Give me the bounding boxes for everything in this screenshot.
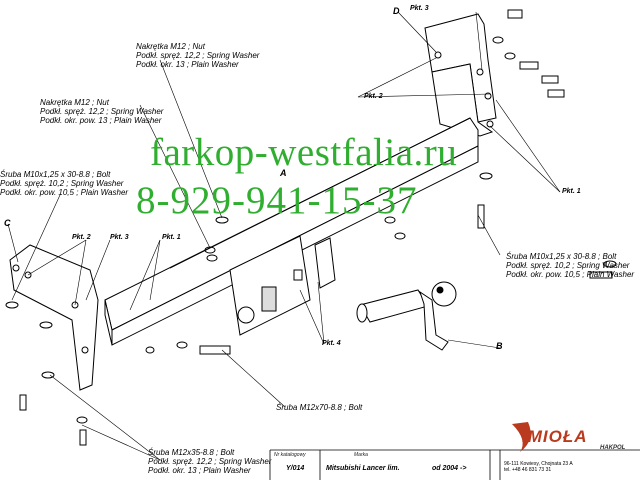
nut-left-line3: Podkł. okr. pow. 13 ; Plain Washer (40, 116, 162, 125)
bolt-label-left: Śruba M10x1,25 x 30-8.8 ; Bolt Podkł. sp… (0, 170, 128, 197)
bracket-d (424, 13, 497, 137)
pkt2-top: Pkt. 2 (364, 93, 383, 100)
letter-d: D (393, 6, 400, 16)
letter-a: A (280, 168, 287, 178)
bolt-m12x70-label: Śruba M12x70-8.8 ; Bolt (276, 403, 363, 412)
brand-label: Marka (354, 452, 368, 458)
pkt1-right: Pkt. 1 (562, 188, 581, 195)
nut-top-line3: Podkł. okr. 13 ; Plain Washer (136, 60, 239, 69)
bolt-left-line3: Podkł. okr. pow. 10,5 ; Plain Washer (0, 188, 129, 197)
address-line2: tel. +48 46 831 73 31 (504, 467, 552, 473)
nut-label-left: Nakrętka M12 ; Nut Podkł. spręż. 12,2 ; … (40, 98, 163, 125)
bolt-left-line2: Podkł. spręż. 10,2 ; Spring Washer (0, 179, 124, 188)
bolt-right-line2: Podkł. spręż. 10,2 ; Spring Washer (506, 261, 630, 270)
footer-frame (269, 449, 640, 480)
nut-label-top: Nakrętka M12 ; Nut Podkł. spręż. 12,2 ; … (136, 42, 259, 69)
pkt3-left: Pkt. 3 (110, 234, 129, 241)
address-line1: 96-111 Kowiesy, Chojnata 23 A (504, 461, 573, 467)
tow-ball (356, 281, 457, 351)
nut-left-line1: Nakrętka M12 ; Nut (40, 98, 109, 107)
center-plate (229, 235, 336, 336)
logo-swoosh (512, 422, 531, 452)
catalog-label: Nr katalogowy (274, 452, 306, 458)
car-model: Mitsubishi Lancer lim. (326, 465, 400, 472)
letter-b: B (496, 341, 503, 351)
fasteners (5, 9, 617, 446)
nut-left-line2: Podkł. spręż. 12,2 ; Spring Washer (40, 107, 164, 116)
hakpol-logo-sub: HAKPOL (600, 445, 626, 451)
bolt-right-line3: Podkł. okr. pow. 10,5 ; Plain Washer (506, 270, 635, 279)
bolt-bottom-line2: Podkł. spręż. 12,2 ; Spring Washer (148, 457, 272, 466)
model-year: od 2004 -> (432, 465, 467, 472)
bolt-bottom-line1: Śruba M12x35-8.8 ; Bolt (148, 448, 235, 457)
pkt1-left: Pkt. 1 (162, 234, 181, 241)
imiola-logo: IMIOŁA (522, 427, 588, 446)
catalog-value: Y/014 (286, 465, 305, 472)
watermark-site: farkop-westfalia.ru (150, 131, 458, 174)
nut-top-line1: Nakrętka M12 ; Nut (136, 42, 205, 51)
pkt2-left: Pkt. 2 (72, 234, 91, 241)
company-address: 96-111 Kowiesy, Chojnata 23 A tel. +48 4… (504, 461, 573, 473)
bolt-label-bottom: Śruba M12x35-8.8 ; Bolt Podkł. spręż. 12… (148, 448, 271, 475)
bolt-bottom-line3: Podkł. okr. 13 ; Plain Washer (148, 466, 251, 475)
bolt-label-right: Śruba M10x1,25 x 30-8.8 ; Bolt Podkł. sp… (506, 252, 634, 279)
pkt3-top: Pkt. 3 (410, 5, 429, 12)
bolt-right-line1: Śruba M10x1,25 x 30-8.8 ; Bolt (506, 252, 617, 261)
watermark-phone: 8-929-941-15-37 (136, 179, 418, 222)
pkt4: Pkt. 4 (322, 340, 341, 347)
letter-c: C (4, 218, 11, 228)
leader-lines (7, 11, 561, 461)
bolt-left-line1: Śruba M10x1,25 x 30-8.8 ; Bolt (0, 170, 111, 179)
nut-top-line2: Podkł. spręż. 12,2 ; Spring Washer (136, 51, 260, 60)
bracket-c (9, 244, 99, 391)
